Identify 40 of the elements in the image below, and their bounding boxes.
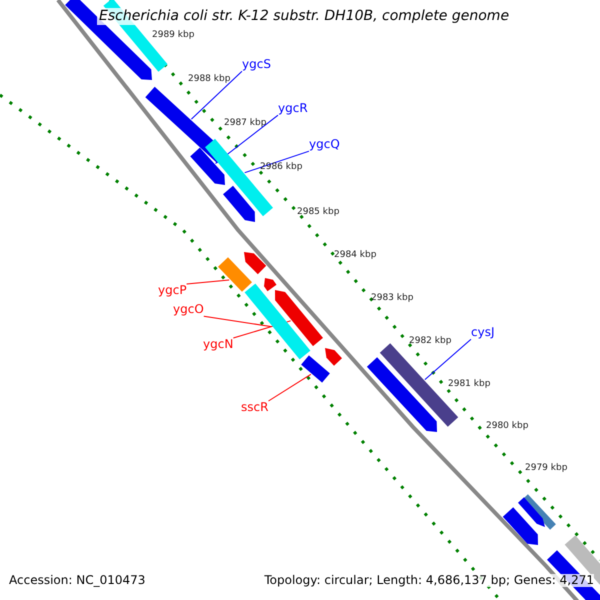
scale-label: 2986 kbp [260,163,302,173]
title: Escherichia coli str. K-12 substr. DH10B, complete genome [97,8,512,26]
gene-label: sscR [241,401,268,414]
gene-label: ygcO [173,303,204,316]
leader-line [186,280,230,284]
gene-bar [502,507,538,545]
gene-label: ygcN [203,338,234,352]
scale-label: 2989 kbp [152,31,194,41]
gene-bar [518,497,545,527]
gene-bar [223,186,255,222]
scale-label: 2988 kbp [188,75,230,85]
scale-label: 2980 kbp [486,422,528,432]
accession-text: Accession: NC_010473 [9,574,146,588]
gene-bar [218,257,252,292]
scale-label: 2979 kbp [525,464,568,474]
leader-line [424,338,472,380]
gene-label: ygcR [278,102,308,116]
leader-line [203,316,272,328]
gene-bar [301,355,330,383]
gene-bar [244,284,310,360]
leader-line [190,70,242,120]
gene-bar [275,290,323,346]
gene-bar [366,357,437,432]
gene-bar [244,252,266,274]
scale-label: 2982 kbp [409,337,452,347]
gene-label: ygcQ [309,138,340,152]
scale-label: 2983 kbp [371,294,414,304]
gene-bar [190,148,225,185]
leader-line [268,374,312,402]
scale-label: 2981 kbp [448,380,490,390]
scale-label: 2985 kbp [297,208,340,218]
gene-label: ygcS [242,58,271,72]
gene-bar [264,278,276,292]
gene-bar [325,348,342,366]
leader-line [244,150,310,174]
genome-info-text: Topology: circular; Length: 4,686,137 bp; Genes: 4,271 [264,574,594,588]
scale-label: 2987 kbp [224,119,266,129]
gene-label: cysJ [471,326,494,340]
scale-label: 2984 kbp [334,251,376,261]
gene-label: ygcP [158,284,187,298]
